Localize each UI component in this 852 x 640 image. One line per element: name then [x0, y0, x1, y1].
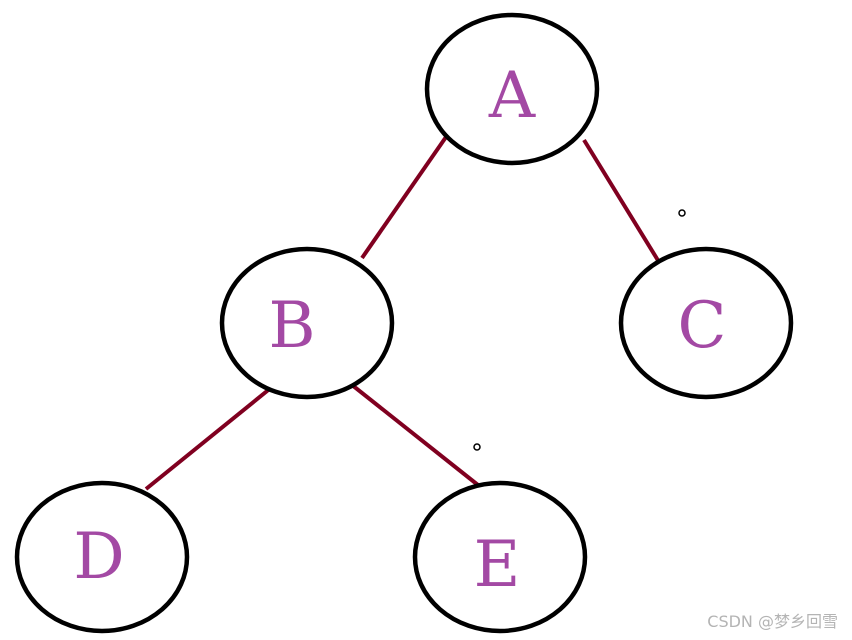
- node-e-circle: [412, 480, 588, 634]
- node-c-circle: [618, 246, 794, 400]
- edge-b-e: [345, 379, 485, 491]
- node-c: C: [618, 246, 794, 400]
- stray-dot-lower: [473, 443, 481, 451]
- stray-dot-upper: [678, 209, 686, 217]
- edge-b-d: [144, 385, 274, 491]
- node-b: B: [219, 246, 395, 400]
- node-b-label: B: [268, 289, 315, 363]
- node-d-label: D: [73, 520, 124, 594]
- edge-a-b: [360, 135, 448, 260]
- node-b-circle: [219, 246, 395, 400]
- node-a: A: [424, 12, 600, 166]
- node-a-circle: [424, 12, 600, 166]
- edge-a-c: [582, 138, 661, 264]
- edges-layer: [144, 135, 661, 491]
- node-d-circle: [14, 480, 190, 634]
- node-c-label: C: [678, 289, 727, 363]
- node-d: D: [14, 480, 190, 634]
- watermark-text: CSDN @梦乡回雪: [707, 612, 838, 631]
- nodes-layer: A B C D E: [14, 12, 794, 634]
- node-a-label: A: [488, 59, 536, 133]
- node-e: E: [412, 480, 588, 634]
- node-e-label: E: [474, 528, 521, 602]
